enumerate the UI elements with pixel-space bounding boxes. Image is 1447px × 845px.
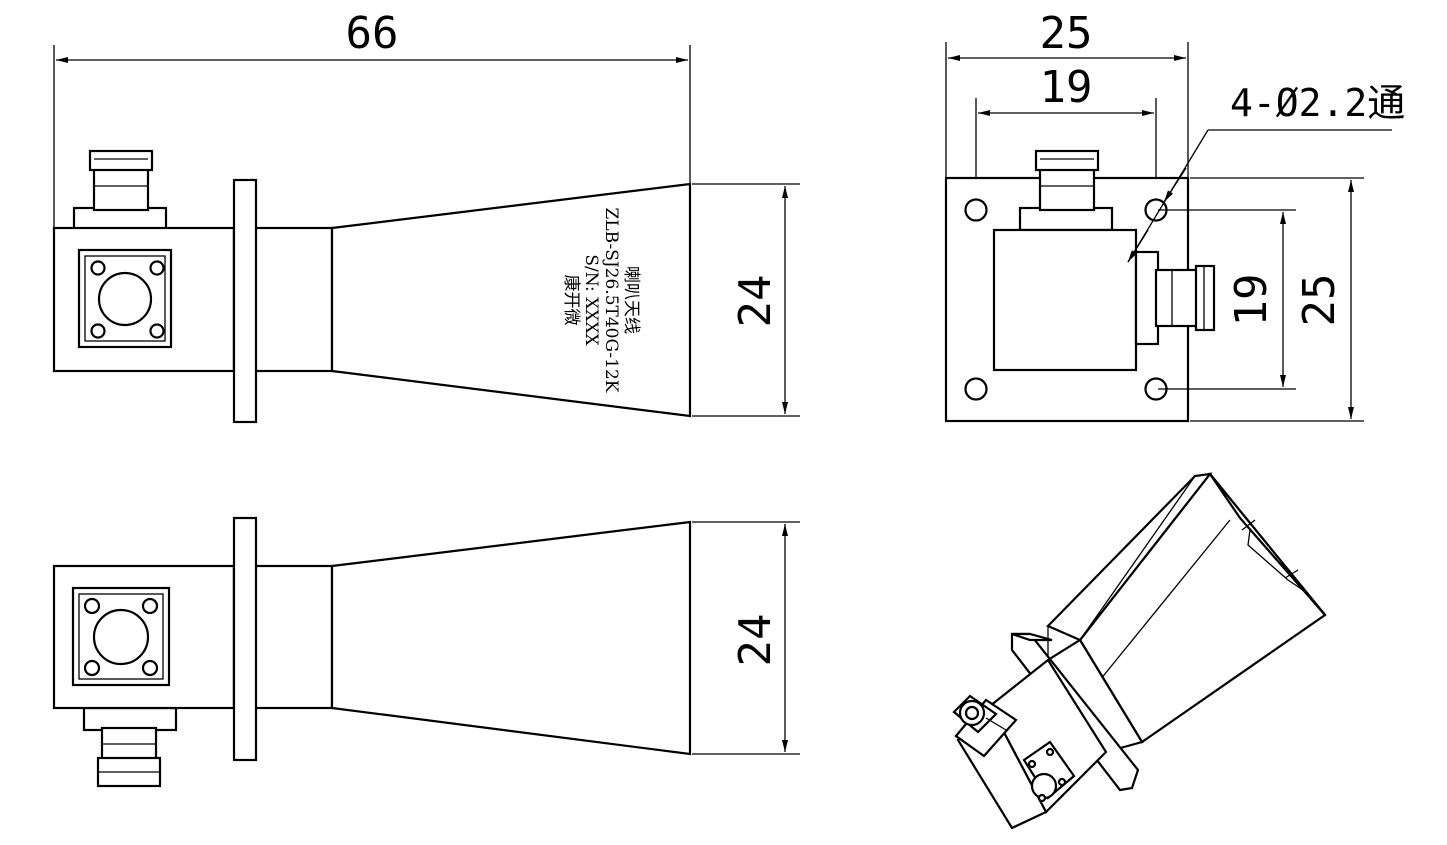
isometric-view (952, 472, 1327, 830)
sma-connector-icon (1018, 149, 1114, 232)
engraving-line3: S/N: XXXX (581, 254, 601, 346)
sma-connector-icon (82, 706, 178, 788)
dim-label-25-height: 25 (1294, 274, 1345, 327)
side-view-bottom: 24 (52, 516, 800, 788)
waveguide-body (992, 228, 1138, 372)
engraving-line1: 喇叭天线 (621, 266, 641, 334)
dim-label-24-top: 24 (730, 275, 781, 328)
side-view-top: 66 喇叭天线 ZLB-SJ26 (52, 8, 800, 424)
mounting-plate (232, 178, 258, 424)
mounting-plate (232, 516, 258, 762)
sma-connector-icon (1134, 250, 1216, 346)
dim-label-66: 66 (346, 8, 399, 59)
hole-note: 4-Ø2.2通 (1230, 81, 1405, 125)
square-flange-port-icon (71, 586, 171, 687)
square-flange-port-icon (77, 248, 173, 349)
dim-label-24-bottom: 24 (730, 614, 781, 667)
horn (330, 520, 692, 756)
mounting-hole-icon (964, 198, 1168, 401)
engraving-line2: ZLB-SJ26.5T40G-12K (601, 208, 621, 393)
engraving-line4: 康开微 (561, 275, 581, 326)
square-flange-port-icon (1022, 740, 1076, 803)
front-view: 25 19 (944, 8, 1405, 423)
sma-connector-icon (952, 694, 1018, 758)
dim-label-19-h: 19 (1040, 62, 1093, 113)
dim-label-19-v: 19 (1226, 274, 1277, 327)
sma-connector-icon (72, 149, 168, 232)
engraving-label: 喇叭天线 ZLB-SJ26.5T40G-12K S/N: XXXX 康开微 (561, 208, 641, 393)
dim-label-25-width: 25 (1040, 8, 1093, 59)
